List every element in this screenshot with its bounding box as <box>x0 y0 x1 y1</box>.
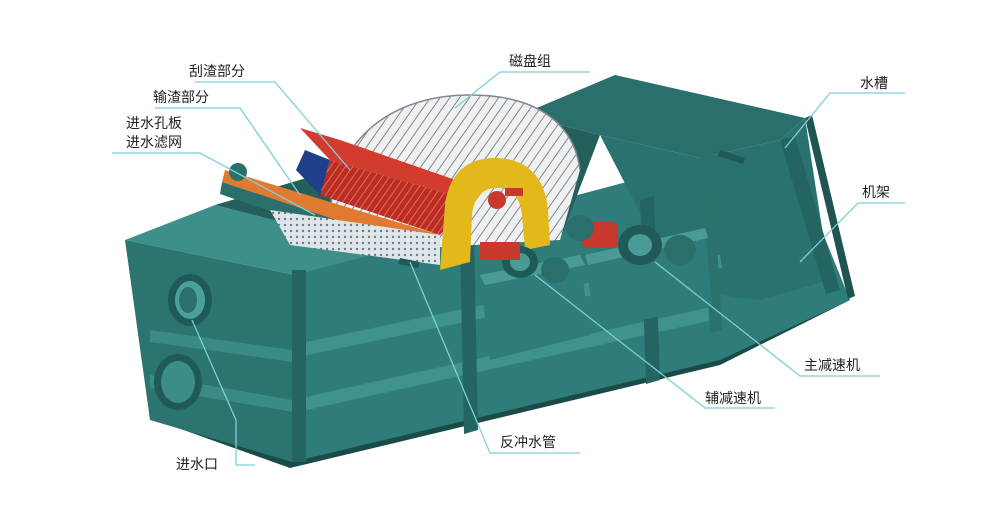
inlet-screen <box>270 210 440 265</box>
leader-frame <box>799 202 905 263</box>
scraper-assembly <box>296 128 470 235</box>
aux-reducer <box>480 242 590 360</box>
label-backwash-pipe: 反冲水管 <box>500 435 556 451</box>
backwash-pipe <box>398 258 420 268</box>
leader-aux-reducer <box>534 274 775 409</box>
label-main-reducer: 主减速机 <box>804 358 860 374</box>
leader-main-reducer <box>654 261 880 377</box>
label-frame: 机架 <box>862 185 890 201</box>
inlet-port <box>154 274 212 410</box>
leader-conveyor <box>155 107 301 196</box>
leader-tank <box>784 92 905 149</box>
leader-scraper <box>195 81 351 171</box>
main-reducer <box>566 215 712 330</box>
label-aux-reducer: 辅减速机 <box>705 391 761 407</box>
tank-nozzle <box>718 150 745 164</box>
label-inlet-screen: 进水滤网 <box>126 135 182 151</box>
leader-lines <box>112 71 905 466</box>
label-conveyor: 输渣部分 <box>153 90 209 106</box>
label-disc-group: 磁盘组 <box>509 54 551 70</box>
label-scraper: 刮渣部分 <box>189 64 245 80</box>
yellow-support <box>440 158 550 270</box>
label-inlet-plate: 进水孔板 <box>126 116 182 132</box>
leader-backwash-pipe <box>409 261 580 454</box>
label-inlet: 进水口 <box>176 457 218 473</box>
leader-disc-group <box>454 71 590 109</box>
label-tank: 水槽 <box>860 76 888 92</box>
leader-inlet <box>191 319 255 466</box>
leader-inlet-screen <box>112 152 316 216</box>
